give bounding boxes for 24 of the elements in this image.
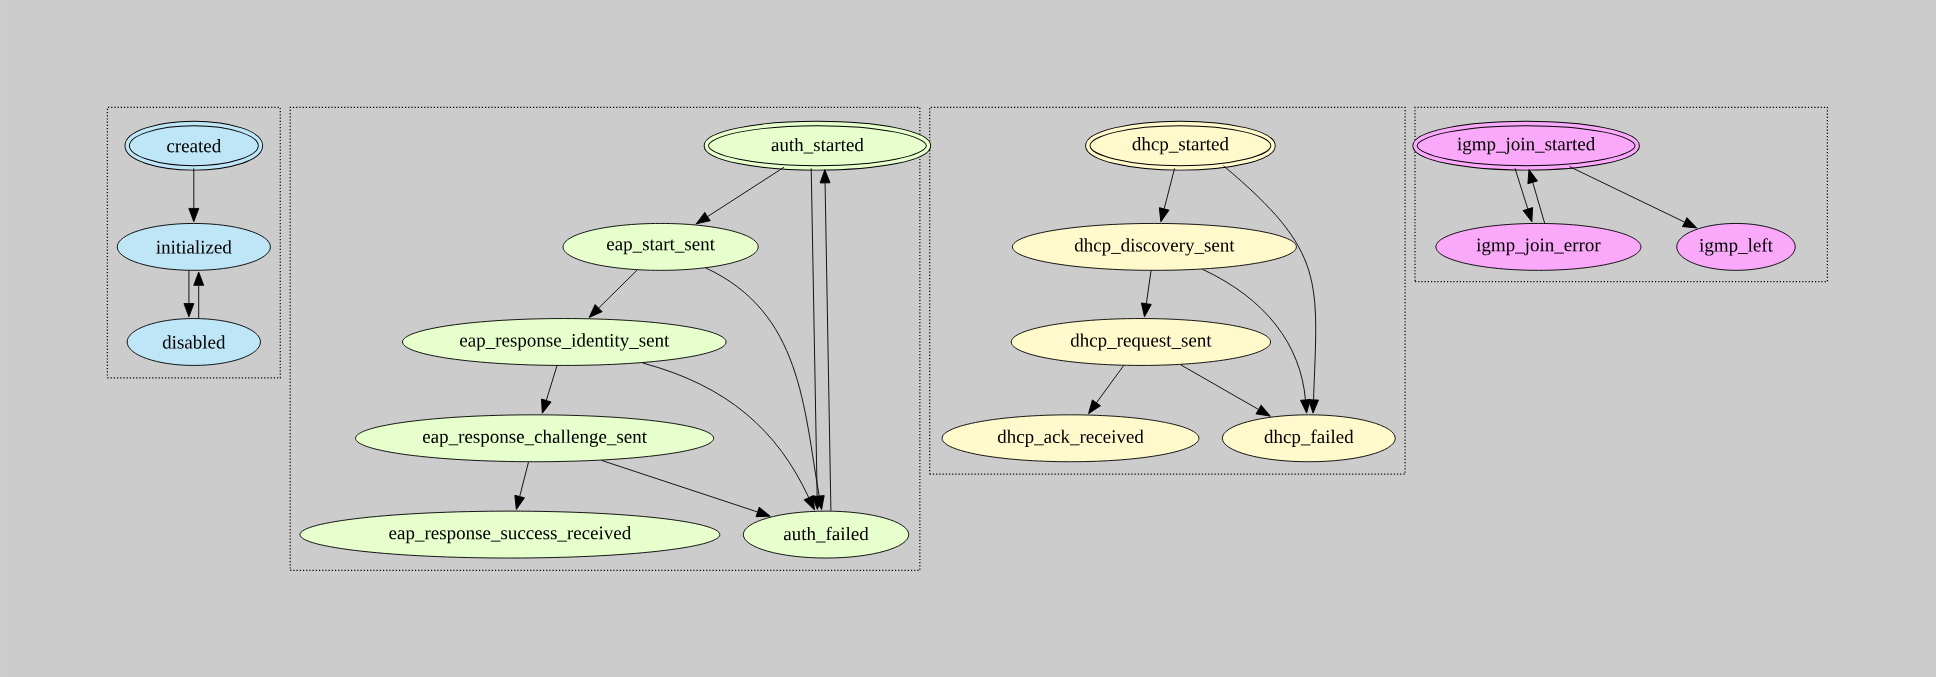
arrow	[1088, 365, 1125, 414]
arrow	[183, 270, 195, 318]
cluster-box	[1414, 106, 1828, 283]
arrow	[541, 365, 558, 414]
arrow	[601, 460, 771, 518]
arrow	[705, 267, 825, 510]
arrow	[1158, 167, 1176, 223]
arrow	[514, 461, 529, 510]
arrow	[193, 271, 205, 319]
arrow	[1223, 165, 1319, 414]
arrow	[588, 269, 638, 318]
arrow	[1180, 364, 1271, 417]
arrow	[642, 362, 815, 511]
arrow	[1568, 166, 1698, 229]
cluster-box	[289, 106, 921, 571]
cluster-box	[929, 106, 1406, 475]
arrow	[1140, 270, 1152, 318]
arrow	[1527, 169, 1546, 224]
arrow	[188, 167, 200, 223]
arrow	[695, 166, 785, 225]
cluster-box	[106, 106, 281, 379]
arrow	[819, 169, 832, 512]
arrow	[1514, 167, 1534, 223]
arrow	[1202, 268, 1311, 414]
